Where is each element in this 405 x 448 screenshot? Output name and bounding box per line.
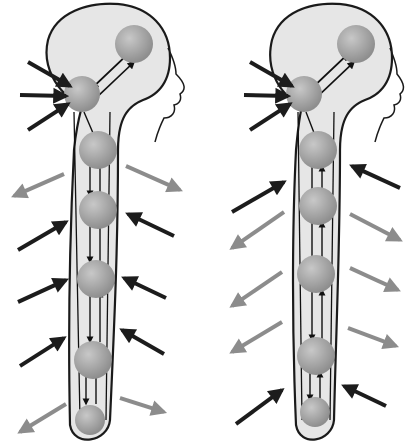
external-arrow bbox=[124, 278, 166, 298]
external-arrow bbox=[18, 222, 66, 250]
chain-node-2 bbox=[299, 187, 337, 225]
external-arrow bbox=[20, 95, 66, 96]
chain-node-3 bbox=[297, 255, 335, 293]
bottom-node bbox=[75, 405, 105, 435]
external-arrow bbox=[232, 212, 284, 248]
external-arrow bbox=[126, 166, 180, 190]
chain-node-4 bbox=[297, 337, 335, 375]
head-node bbox=[337, 25, 375, 63]
chain-node-1 bbox=[299, 131, 337, 169]
external-arrow bbox=[14, 174, 64, 196]
chain-node-2 bbox=[79, 191, 117, 229]
external-arrow bbox=[18, 280, 66, 302]
left-figure bbox=[14, 4, 184, 440]
external-arrow bbox=[28, 104, 68, 130]
external-arrow bbox=[350, 268, 398, 290]
head-node bbox=[115, 25, 153, 63]
external-arrow bbox=[20, 404, 66, 432]
external-arrow bbox=[244, 95, 288, 96]
junction-node bbox=[64, 76, 100, 112]
bottom-node bbox=[300, 397, 330, 427]
external-arrow bbox=[236, 390, 282, 424]
external-arrow bbox=[344, 386, 386, 406]
external-arrow bbox=[232, 182, 284, 212]
external-arrow bbox=[348, 328, 396, 346]
external-arrow bbox=[352, 166, 400, 188]
right-figure bbox=[232, 4, 403, 440]
external-arrow bbox=[250, 104, 290, 130]
external-arrow bbox=[128, 214, 174, 236]
chain-node-1 bbox=[79, 131, 117, 169]
external-arrow bbox=[232, 322, 282, 352]
junction-node bbox=[286, 76, 322, 112]
chain-node-3 bbox=[77, 260, 115, 298]
external-arrow bbox=[350, 214, 400, 240]
external-arrow bbox=[20, 338, 64, 366]
chain-node-4 bbox=[74, 341, 112, 379]
external-arrow bbox=[122, 330, 164, 354]
external-arrow bbox=[120, 398, 164, 412]
external-arrow bbox=[232, 272, 282, 306]
